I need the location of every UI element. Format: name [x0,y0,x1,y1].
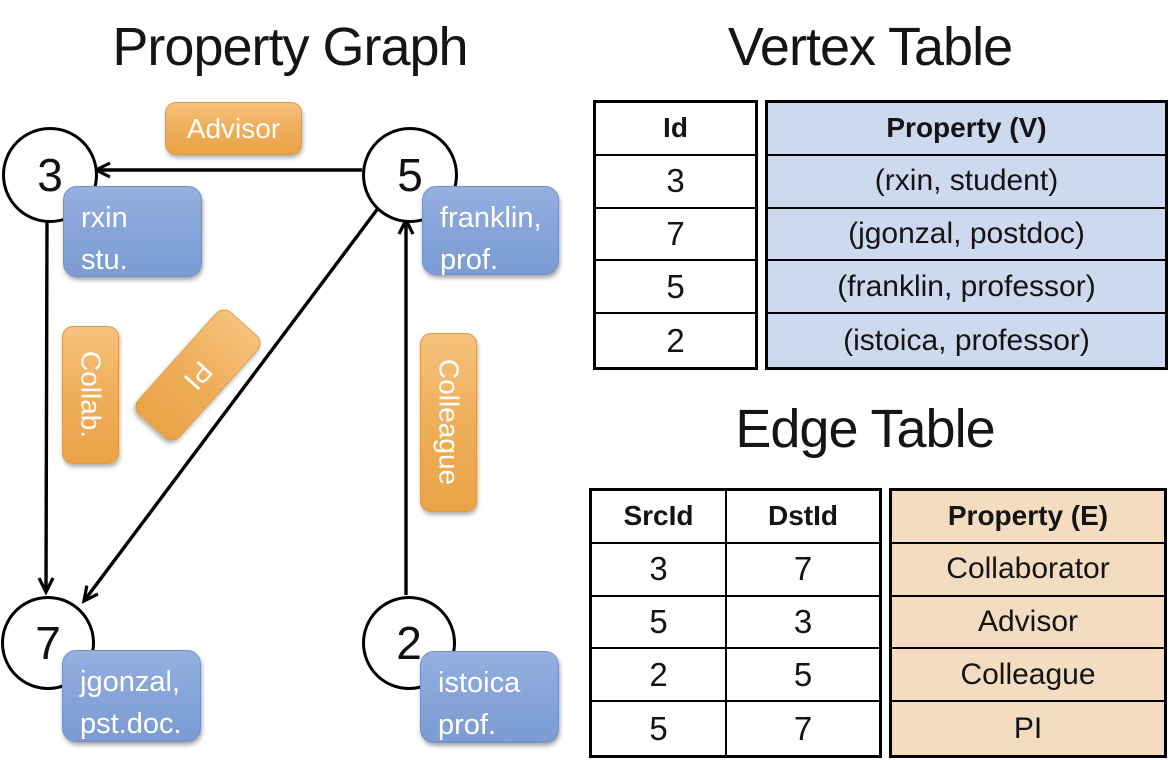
edge-label-collab: Collab. [62,326,119,464]
edge-table-column-gap [882,488,889,758]
vertex-node-7-label: 7 [35,617,61,669]
vertex-row-property: (jgonzal, postdoc) [848,216,1085,250]
edge-row-dst: 7 [725,543,879,595]
edge-table-title: Edge Table [735,399,995,459]
edge-row-property: Colleague [960,657,1096,691]
vertex-property-box-7: jgonzal, pst.doc. [62,650,201,742]
vertex-table: Id 3 7 5 2 Property (V) (rxin, student) … [593,100,1168,370]
edge-row-dst: 7 [725,702,879,755]
edge-row-property: PI [1013,711,1043,745]
vertex-table-title: Vertex Table [727,17,1013,77]
property-graph-title: Property Graph [112,17,468,77]
vertex-property-box-2-line2: prof. [438,709,497,742]
graph-edges-layer [37,161,415,604]
edge-row-property: Advisor [977,604,1079,638]
vertex-node-2: 2 [362,596,456,690]
vertex-row-property: (istoica, professor) [843,323,1090,357]
vertex-row-id: 5 [666,267,685,305]
vertex-property-box-2-line1: istoica [438,667,521,699]
vertex-property-box-3: rxin stu. [63,186,202,277]
edge-row-src: 5 [649,602,668,640]
vertex-node-2-label: 2 [396,617,422,669]
edge-src-header: SrcId [623,500,694,532]
vertex-row-property: (rxin, student) [874,164,1059,198]
edge-property-header: Property (E) [947,500,1109,532]
edge-row-src: 3 [649,550,668,588]
vertex-property-box-3-line2: stu. [81,244,128,277]
edge-row-src: 5 [649,709,668,747]
edge-table-property-column: Property (E) Collaborator Advisor Collea… [889,488,1167,758]
vertex-table-id-column: Id 3 7 5 2 [593,100,758,370]
vertex-row-id: 3 [666,162,685,200]
vertex-table-column-gap [758,100,765,370]
vertex-property-box-5-line2: prof. [440,244,499,277]
edge-label-advisor: Advisor [165,102,302,155]
vertex-property-box-3-line1: rxin [81,202,128,234]
vertex-row-id: 7 [666,214,685,252]
vertex-row-id: 2 [666,321,685,359]
edge-row-property: Collaborator [946,552,1110,586]
vertex-property-box-5: franklin, prof. [422,186,559,276]
vertex-property-box-2: istoica prof. [420,651,559,743]
vertex-property-box-7-line1: jgonzal, [80,666,180,698]
edge-table-id-columns: SrcId DstId 3 7 5 3 2 5 5 7 [589,488,882,758]
edge-row-dst: 3 [725,596,879,648]
edge-3-to-7 [37,216,55,596]
edge-dst-header: DstId [725,491,879,542]
edge-row-src: 2 [649,655,668,693]
edge-label-colleague: Colleague [420,333,477,512]
vertex-id-header: Id [663,112,688,144]
edge-5-to-7 [81,205,381,604]
vertex-property-box-5-line1: franklin, [440,202,542,234]
vertex-property-box-7-line2: pst.doc. [80,708,182,741]
vertex-node-3-label: 3 [37,149,63,201]
vertex-table-property-column: Property (V) (rxin, student) (jgonzal, p… [765,100,1168,370]
vertex-node-5-label: 5 [397,149,423,201]
vertex-property-header: Property (V) [886,112,1047,144]
vertex-row-property: (franklin, professor) [837,269,1096,303]
edge-table: SrcId DstId 3 7 5 3 2 5 5 7 Property (E) [589,488,1167,758]
edge-row-dst: 5 [725,649,879,701]
